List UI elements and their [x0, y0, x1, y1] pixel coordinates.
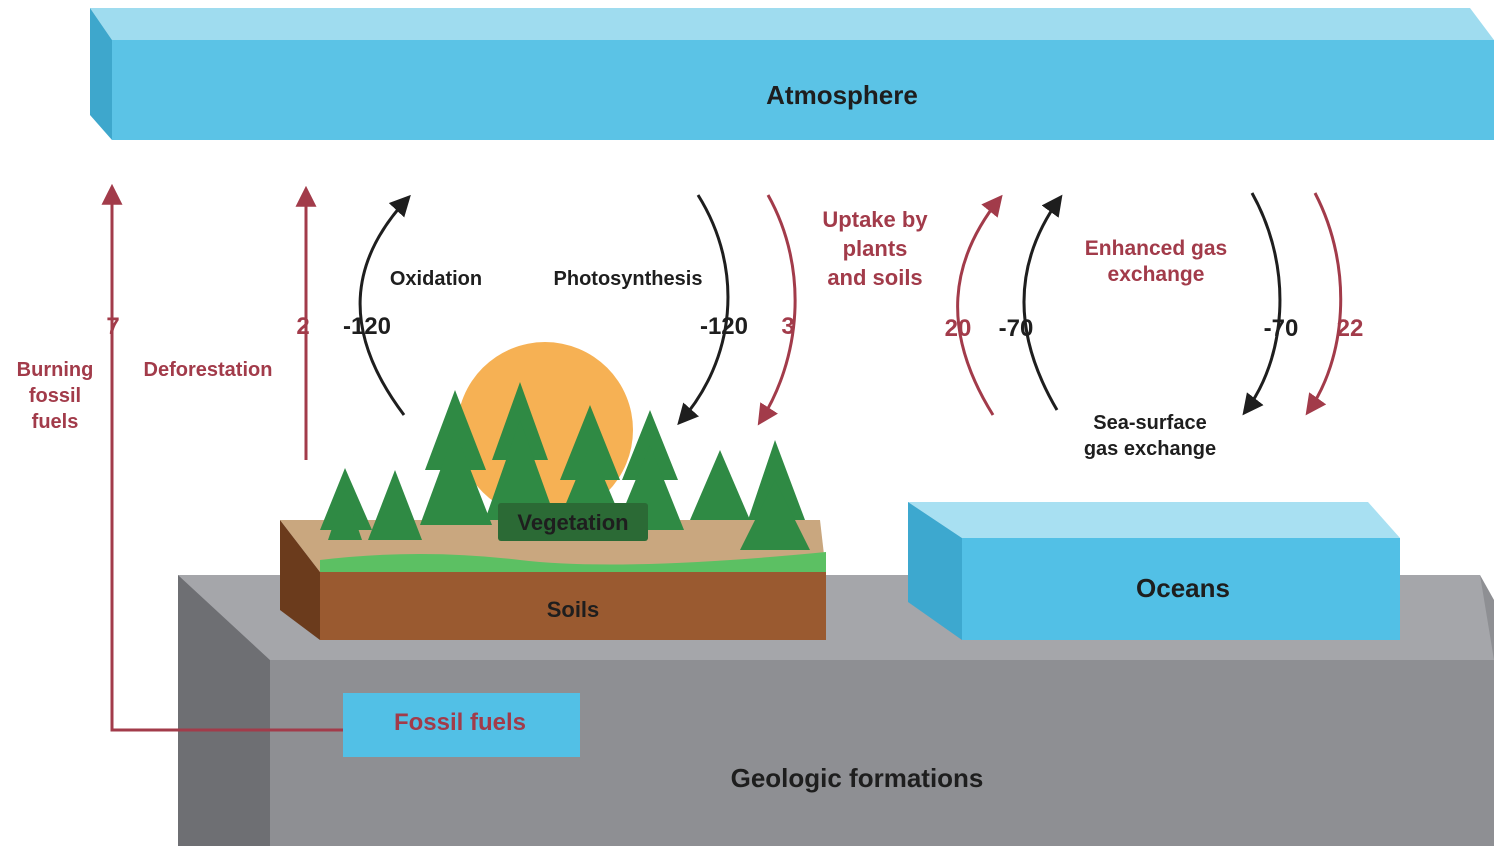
photosynthesis-label: Photosynthesis — [554, 268, 703, 290]
photosynthesis-value: -120 — [700, 313, 748, 340]
burning-label-line-1: Burning — [17, 359, 94, 381]
oxidation-label: Oxidation — [390, 268, 482, 290]
sea-down-value: -70 — [1264, 315, 1299, 342]
oceans-label: Oceans — [1136, 573, 1230, 603]
enhanced-up-value: 20 — [945, 315, 972, 342]
vegetation-label: Vegetation — [517, 510, 628, 535]
sea-surface-down-arrow — [1242, 192, 1282, 416]
geologic-formations-label: Geologic formations — [731, 763, 984, 793]
photosynthesis-arrow — [677, 194, 730, 426]
atmosphere-bar — [90, 8, 1494, 140]
sea-surface-label-line-2: gas exchange — [1084, 438, 1216, 460]
burning-label-line-3: fuels — [32, 411, 79, 433]
uptake-label-line-3: and soils — [827, 265, 922, 290]
oxidation-value: -120 — [343, 313, 391, 340]
vegetation-label-box — [498, 503, 648, 541]
fossil-fuels-box — [343, 693, 580, 757]
enhanced-down-value: 22 — [1337, 315, 1364, 342]
uptake-label-line-2: plants — [843, 236, 908, 261]
enhanced-gas-label-line-1: Enhanced gas — [1085, 237, 1227, 260]
sea-surface-label-line-1: Sea-surface — [1093, 412, 1206, 434]
enhanced-gas-label-line-2: exchange — [1108, 263, 1205, 286]
burning-value: 7 — [106, 313, 119, 340]
deforestation-value: 2 — [296, 313, 309, 340]
burning-label-line-2: fossil — [29, 385, 81, 407]
deforestation-label: Deforestation — [144, 359, 273, 381]
oxidation-arrow — [358, 194, 411, 416]
atmosphere-label: Atmosphere — [766, 80, 918, 110]
uptake-value: 3 — [781, 313, 794, 340]
sea-surface-up-arrow — [1022, 194, 1063, 411]
sea-up-value: -70 — [999, 315, 1034, 342]
burning-fossil-fuels-arrow — [101, 183, 343, 732]
fossil-fuels-label: Fossil fuels — [394, 709, 526, 736]
enhanced-gas-down-arrow — [1305, 192, 1343, 416]
oceans-block — [908, 502, 1400, 640]
enhanced-gas-up-arrow — [956, 194, 1003, 416]
uptake-label-line-1: Uptake by — [822, 207, 928, 232]
soils-label: Soils — [547, 597, 600, 622]
uptake-arrow — [757, 194, 797, 426]
